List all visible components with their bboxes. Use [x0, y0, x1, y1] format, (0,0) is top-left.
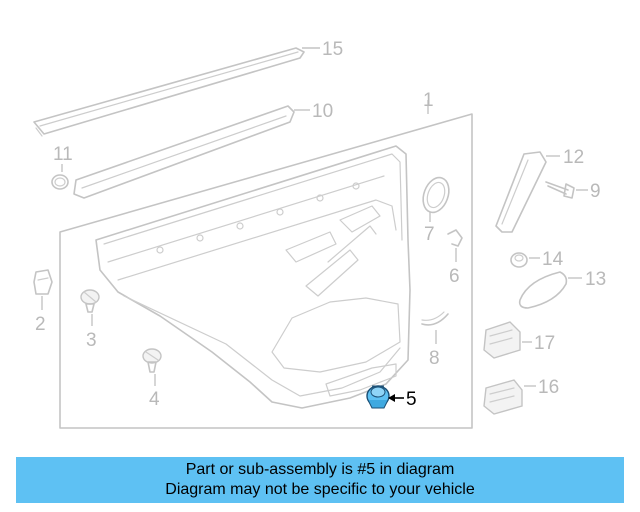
part-label-17: 17 — [534, 333, 555, 354]
part-label-8: 8 — [429, 348, 440, 369]
part-label-16: 16 — [538, 377, 559, 398]
part-label-9: 9 — [590, 181, 601, 202]
part-10-trim-strip: 10 — [73, 101, 333, 199]
part-label-10: 10 — [312, 101, 333, 122]
part-label-1: 1 — [423, 90, 434, 111]
part-label-6: 6 — [449, 266, 460, 287]
part-label-2: 2 — [35, 314, 46, 335]
part-7-bezel: 7 — [422, 176, 450, 245]
part-15-belt-molding: 15 — [33, 39, 343, 137]
part-5-highlighted: 5 — [366, 385, 417, 410]
part-label-3: 3 — [86, 330, 97, 351]
part-16-switch: 16 — [483, 377, 559, 415]
part-label-11: 11 — [53, 144, 73, 165]
part-8-clip: 8 — [421, 311, 449, 369]
part-14-grommet: 14 — [510, 249, 564, 270]
part-label-15: 15 — [322, 39, 343, 60]
info-banner: Part or sub-assembly is #5 in diagram Di… — [16, 457, 624, 503]
part-1-door-trim-panel: 1 — [59, 90, 473, 429]
banner-line-1: Part or sub-assembly is #5 in diagram — [185, 461, 455, 478]
part-11-grommet: 11 — [51, 144, 73, 190]
part-2-clip: 2 — [33, 269, 53, 335]
part-13-cover: 13 — [518, 269, 606, 309]
part-label-12: 12 — [563, 147, 584, 168]
parts-diagram: 15 10 11 1 — [33, 39, 606, 429]
part-17-switch: 17 — [483, 321, 555, 359]
part-3-fastener: 3 — [80, 289, 100, 351]
part-6-bracket: 6 — [447, 229, 463, 287]
part-label-13: 13 — [585, 269, 606, 290]
part-9-bolt: 9 — [545, 181, 601, 202]
part-label-14: 14 — [542, 249, 564, 270]
banner-line-2: Diagram may not be specific to your vehi… — [165, 481, 475, 498]
part-label-5: 5 — [406, 389, 417, 410]
part-label-4: 4 — [149, 389, 160, 410]
part-4-fastener: 4 — [142, 348, 162, 410]
part-12-pillar-trim: 12 — [495, 147, 584, 233]
part-label-7: 7 — [424, 224, 435, 245]
